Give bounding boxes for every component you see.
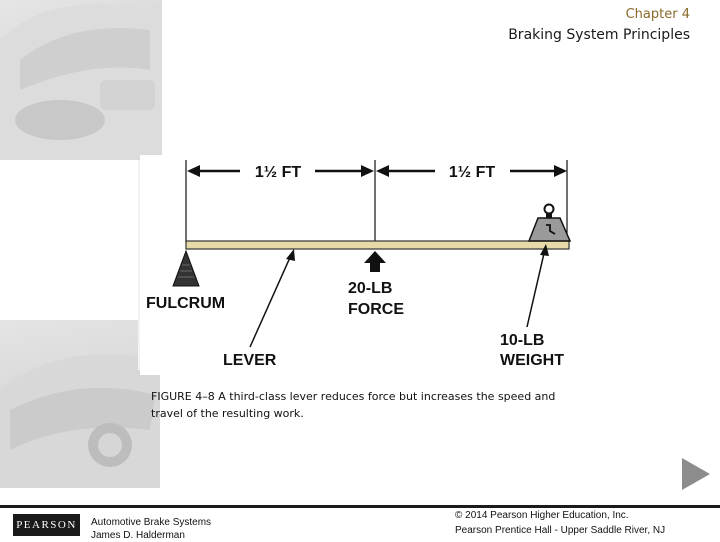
pearson-logo: PEARSON xyxy=(13,514,80,536)
car-photo-background xyxy=(0,0,162,160)
publisher-text: Pearson Prentice Hall - Upper Saddle Riv… xyxy=(455,525,666,536)
weight-ring xyxy=(543,203,555,215)
sports-car-photo-background xyxy=(0,320,160,488)
slide-title: Braking System Principles xyxy=(508,27,690,43)
book-info: Automotive Brake Systems James D. Halder… xyxy=(91,516,211,542)
lever-pointer-line xyxy=(249,252,293,348)
fulcrum-triangle xyxy=(172,249,200,287)
force-arrow xyxy=(364,251,386,272)
copyright-info: © 2014 Pearson Higher Education, Inc. Pe… xyxy=(455,508,665,538)
lever-label: LEVER xyxy=(223,352,277,369)
dimension-label-right: 1½ FT xyxy=(449,164,495,181)
force-label-amount: 20-LB xyxy=(348,280,392,297)
weight-pointer-line xyxy=(526,248,546,328)
weight-label-word: WEIGHT xyxy=(500,352,564,369)
fulcrum-label: FULCRUM xyxy=(146,295,225,312)
dimension-label-left: 1½ FT xyxy=(255,164,301,181)
book-author: James D. Halderman xyxy=(91,530,185,541)
lever-diagram: 1½ FT 1½ FT FULCRUM 20-LB FORCE LEVER 10… xyxy=(140,155,580,375)
figure-caption: FIGURE 4–8 A third-class lever reduces f… xyxy=(151,390,556,420)
lever-bar xyxy=(185,240,570,250)
next-slide-play-icon[interactable] xyxy=(682,458,710,490)
footer-divider xyxy=(0,505,720,508)
force-label-word: FORCE xyxy=(348,301,404,318)
copyright-text: © 2014 Pearson Higher Education, Inc. xyxy=(455,510,629,521)
chapter-label: Chapter 4 xyxy=(625,7,690,22)
book-title: Automotive Brake Systems xyxy=(91,517,212,528)
footer xyxy=(0,508,720,540)
weight-label-amount: 10-LB xyxy=(500,332,544,349)
